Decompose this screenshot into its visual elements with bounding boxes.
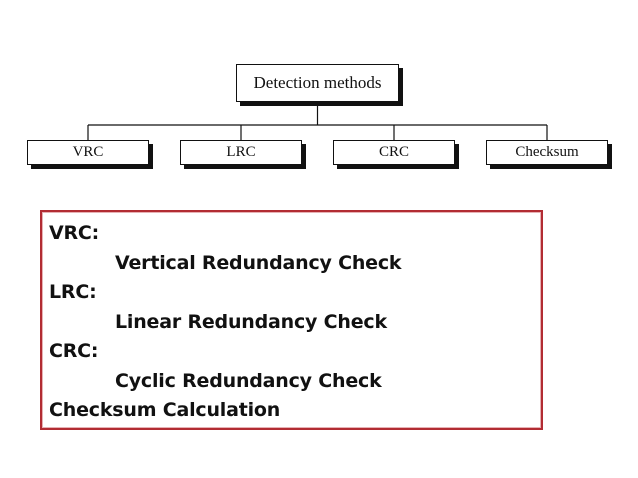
legend-term: VRC: <box>49 222 100 244</box>
legend-term: CRC: <box>49 340 99 362</box>
legend-footer: Checksum Calculation <box>49 399 281 421</box>
legend-definition: Vertical Redundancy Check <box>115 251 402 274</box>
node-label: Detection methods <box>253 73 382 92</box>
node-lrc: LRC <box>180 140 302 165</box>
legend-definition: Cyclic Redundancy Check <box>115 369 382 392</box>
node-crc: CRC <box>333 140 455 165</box>
legend-term: LRC: <box>49 281 97 303</box>
node-label: VRC <box>72 144 104 160</box>
node-label: CRC <box>378 144 409 160</box>
node-label: Checksum <box>515 144 579 160</box>
node-label: LRC <box>226 144 256 160</box>
legend-definition: Linear Redundancy Check <box>115 310 387 333</box>
node-detection-methods: Detection methods <box>236 64 399 102</box>
legend-box: VRC: Vertical Redundancy Check LRC: Line… <box>40 210 543 430</box>
node-checksum: Checksum <box>486 140 608 165</box>
node-vrc: VRC <box>27 140 149 165</box>
